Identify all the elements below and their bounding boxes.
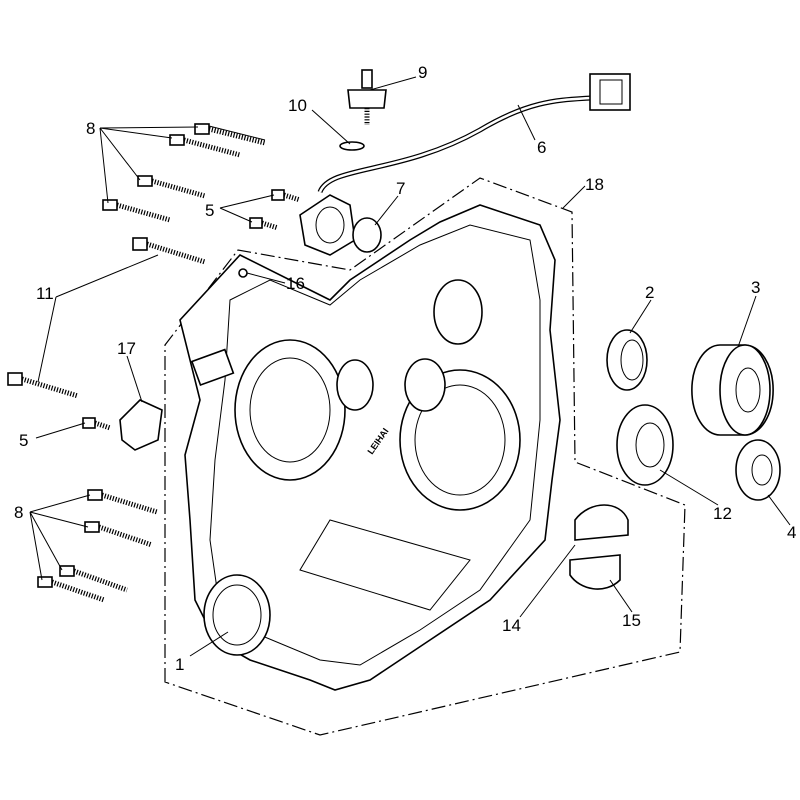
callout-5-left: 5	[19, 431, 28, 450]
oil-seal	[606, 329, 648, 391]
callout-5-top: 5	[205, 201, 214, 220]
harness-plate	[299, 194, 356, 256]
callout-9: 9	[418, 63, 427, 82]
callout-8-top: 8	[86, 119, 95, 138]
bearing-3	[691, 344, 774, 436]
callout-15: 15	[622, 611, 641, 630]
callout-14: 14	[502, 616, 521, 635]
plug	[238, 268, 248, 278]
callout-12: 12	[713, 504, 732, 523]
sensor-switch	[347, 69, 387, 125]
callout-6: 6	[537, 138, 546, 157]
harness-connector	[589, 73, 631, 111]
bushing-halves	[569, 504, 629, 590]
bearing-12	[616, 404, 674, 486]
clamp	[119, 399, 163, 451]
bearing-seat-1	[203, 574, 271, 656]
callouts: 9 10 8 6 18 7 5 16 2 3 11 17 5 12 4 8 14…	[14, 63, 796, 674]
callout-11: 11	[36, 284, 54, 303]
callout-17: 17	[117, 339, 136, 358]
callout-2: 2	[645, 283, 654, 302]
washer	[339, 141, 365, 151]
crankcase: LEIHAI	[179, 204, 561, 691]
bolts	[7, 123, 301, 603]
callout-8-bottom: 8	[14, 503, 23, 522]
callout-16: 16	[286, 274, 305, 293]
callout-10: 10	[288, 96, 307, 115]
callout-4: 4	[787, 523, 796, 542]
callout-3: 3	[751, 278, 760, 297]
callout-1: 1	[175, 655, 184, 674]
leader-lines	[29, 76, 791, 657]
assembly-boundary	[164, 177, 686, 736]
o-ring	[352, 217, 382, 253]
callout-18: 18	[585, 175, 604, 194]
callout-7: 7	[396, 179, 405, 198]
bearing-4	[735, 439, 781, 501]
